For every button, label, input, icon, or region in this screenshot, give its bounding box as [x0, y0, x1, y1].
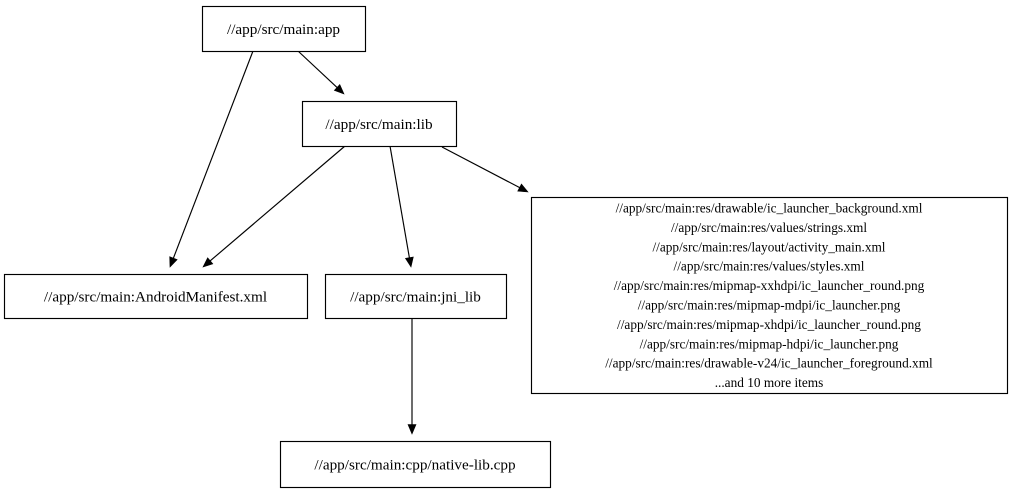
graph-node-lib[interactable]: //app/src/main:lib — [301, 100, 458, 148]
graph-node-native_lib[interactable]: //app/src/main:cpp/native-lib.cpp — [279, 440, 552, 489]
node-label-resources-line-6: //app/src/main:res/mipmap-xhdpi/ic_launc… — [617, 317, 921, 332]
node-label-resources-line-3: //app/src/main:res/values/styles.xml — [674, 259, 865, 274]
node-label-resources-line-1: //app/src/main:res/values/strings.xml — [671, 220, 867, 235]
graph-node-app[interactable]: //app/src/main:app — [201, 5, 367, 53]
node-box-manifest[interactable] — [3, 273, 309, 320]
node-box-lib[interactable] — [301, 100, 458, 148]
node-label-resources-line-2: //app/src/main:res/layout/activity_main.… — [652, 239, 885, 254]
edge-app-to-lib — [297, 50, 339, 89]
node-label-resources-line-7: //app/src/main:res/mipmap-hdpi/ic_launch… — [640, 336, 899, 351]
graph-node-jni_lib[interactable]: //app/src/main:jni_lib — [324, 273, 508, 320]
arrowhead-lib-to-resources — [517, 183, 529, 193]
edge-lib-to-manifest — [208, 145, 346, 263]
arrowhead-app-to-lib — [333, 84, 345, 95]
edge-lib-to-resources — [441, 146, 521, 189]
arrowhead-lib-to-jni_lib — [404, 256, 414, 268]
node-label-resources-line-9: ...and 10 more items — [715, 375, 824, 390]
arrowhead-lib-to-manifest — [202, 257, 214, 268]
node-label-resources-line-4: //app/src/main:res/mipmap-xxhdpi/ic_laun… — [614, 278, 925, 293]
node-label-resources-line-5: //app/src/main:res/mipmap-mdpi/ic_launch… — [638, 297, 901, 312]
node-box-resources[interactable] — [530, 196, 1009, 395]
node-label-resources-line-0: //app/src/main:res/drawable/ic_launcher_… — [616, 200, 923, 215]
node-label-resources-line-8: //app/src/main:res/drawable-v24/ic_launc… — [605, 356, 933, 371]
graph-node-resources[interactable]: //app/src/main:res/drawable/ic_launcher_… — [530, 196, 1009, 395]
node-label-jni_lib: //app/src/main:jni_lib — [350, 288, 481, 305]
node-label-lib: //app/src/main:lib — [325, 116, 433, 133]
node-label-app: //app/src/main:app — [227, 21, 340, 38]
node-box-jni_lib[interactable] — [324, 273, 508, 320]
graph-node-manifest[interactable]: //app/src/main:AndroidManifest.xml — [3, 273, 309, 320]
node-layer: //app/src/main:app //app/src/main:lib //ap… — [3, 5, 1009, 489]
edge-lib-to-jni_lib — [389, 145, 411, 259]
edge-layer — [169, 50, 529, 435]
node-box-app[interactable] — [201, 5, 367, 53]
arrowhead-jni_lib-to-native_lib — [407, 424, 417, 435]
arrowhead-app-to-manifest — [169, 256, 178, 268]
node-label-native_lib: //app/src/main:cpp/native-lib.cpp — [314, 456, 515, 473]
node-label-manifest: //app/src/main:AndroidManifest.xml — [44, 288, 267, 305]
node-box-native_lib[interactable] — [279, 440, 552, 489]
edge-app-to-manifest — [172, 50, 254, 260]
